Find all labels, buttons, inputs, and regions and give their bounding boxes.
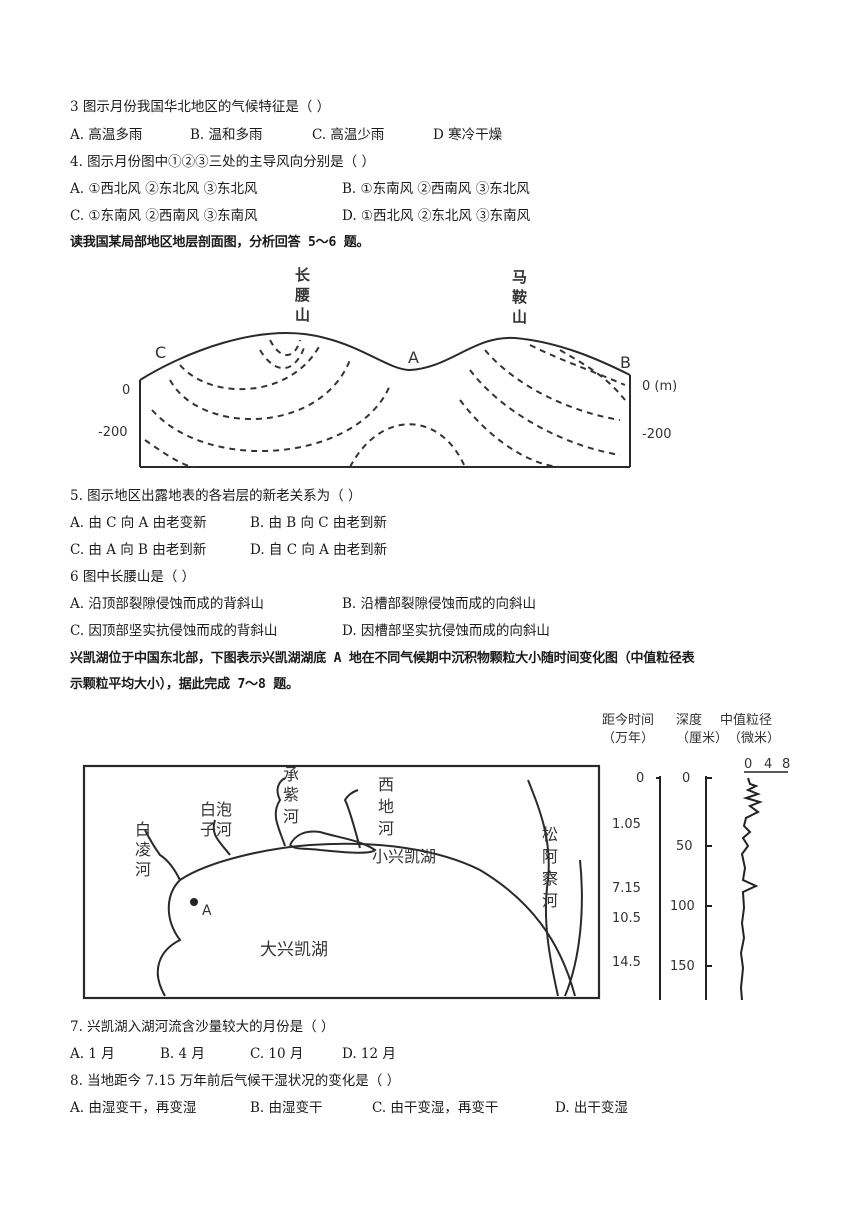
col-depth-title: 深度 <box>676 712 702 728</box>
river-chengzi-3: 河 <box>283 807 299 826</box>
point-c-label: C <box>155 343 166 362</box>
q7-option-c: C. 10 月 <box>250 1046 304 1062</box>
q5-option-c: C. 由 A 向 B 由老到新 <box>70 542 207 558</box>
river-baipaozi-1: 白泡 <box>200 800 232 819</box>
q6-option-a: A. 沿顶部裂隙侵蚀而成的背斜山 <box>70 596 264 612</box>
q5-stem: 5. 图示地区出露地表的各岩层的新老关系为（ ） <box>70 488 362 504</box>
left-zero-label: 0 <box>122 383 130 398</box>
q4-option-b: B. ①东南风 ②西南风 ③东北风 <box>342 181 530 197</box>
q4-option-a: A. ①西北风 ②东北风 ③东北风 <box>70 181 258 197</box>
grain-size-curve <box>739 777 764 1001</box>
q7-option-a: A. 1 月 <box>70 1046 115 1062</box>
river-bailing-2: 凌 <box>135 840 151 859</box>
q8-option-a: A. 由湿变干，再变湿 <box>70 1100 197 1116</box>
col-time-unit: （万年） <box>602 731 654 746</box>
q6-option-d: D. 因槽部坚实抗侵蚀而成的向斜山 <box>342 623 550 639</box>
river-chengzi-2: 紫 <box>283 785 299 804</box>
time-tick-1: 1.05 <box>612 817 641 832</box>
q8-option-b: B. 由湿变干 <box>250 1100 323 1116</box>
river-songacha-1: 松 <box>542 825 558 844</box>
river-xidi-1: 西 <box>378 775 394 794</box>
grain-tick-0: 0 <box>744 757 752 772</box>
right-peak-label-3: 山 <box>512 308 527 326</box>
geologic-profile-figure: 长 腰 山 马 鞍 山 C A B 0 -200 0 (m) -200 <box>98 266 677 468</box>
left-peak-label-1: 长 <box>295 266 311 284</box>
xingkai-lake-map: A 白 凌 河 白泡 子河 承 紫 河 西 地 河 小兴凯湖 大兴凯湖 松 阿 … <box>82 764 601 1000</box>
lake-point-a-label: A <box>202 903 212 919</box>
q4-option-c: C. ①东南风 ②西南风 ③东南风 <box>70 208 258 224</box>
point-b-label: B <box>620 353 631 372</box>
point-a-label: A <box>408 348 419 367</box>
q8-stem: 8. 当地距今 7.15 万年前后气候干湿状况的变化是（ ） <box>70 1073 401 1089</box>
river-songacha-2: 阿 <box>542 847 558 866</box>
q6-stem: 6 图中长腰山是（ ） <box>70 569 196 585</box>
q8-option-c: C. 由干变湿，再变干 <box>372 1100 499 1116</box>
river-songacha-4: 河 <box>542 891 558 910</box>
q5-option-a: A. 由 C 向 A 由老变新 <box>70 515 207 531</box>
col-time-title: 距今时间 <box>602 712 654 728</box>
q4-stem: 4. 图示月份图中①②③三处的主导风向分别是（ ） <box>70 154 375 170</box>
time-tick-3: 10.5 <box>612 911 641 926</box>
q5-option-b: B. 由 B 向 C 由老到新 <box>250 515 387 531</box>
grain-tick-2: 8 <box>782 757 790 772</box>
point-a-marker <box>190 898 198 906</box>
q7-stem: 7. 兴凯湖入湖河流含沙量较大的月份是（ ） <box>70 1019 335 1035</box>
big-lake-label: 大兴凯湖 <box>260 940 328 960</box>
time-tick-2: 7.15 <box>612 881 641 896</box>
col-depth-unit: （厘米） <box>676 731 728 746</box>
q6-option-c: C. 因顶部坚实抗侵蚀而成的背斜山 <box>70 623 278 639</box>
intro-5-6: 读我国某局部地区地层剖面图，分析回答 5～6 题。 <box>70 235 370 250</box>
river-chengzi-1: 承 <box>283 765 299 784</box>
river-xidi-3: 河 <box>378 819 394 838</box>
left-minus200-label: -200 <box>98 425 128 440</box>
river-baipaozi-2: 子河 <box>200 820 232 839</box>
river-bailing-3: 河 <box>135 860 151 879</box>
q7-option-b: B. 4 月 <box>160 1046 205 1062</box>
col-grain-title: 中值粒径 <box>720 712 772 728</box>
q3-option-a: A. 高温多雨 <box>70 127 143 143</box>
left-peak-label-3: 山 <box>295 306 310 324</box>
right-minus200-label: -200 <box>642 427 672 442</box>
right-peak-label-1: 马 <box>512 268 527 286</box>
small-lake-label: 小兴凯湖 <box>372 847 436 866</box>
sediment-core-chart: 距今时间 （万年） 深度 （厘米） 中值粒径 （微米） 0 1.05 7.15 … <box>602 712 790 1001</box>
q3-option-b: B. 温和多雨 <box>190 127 263 143</box>
right-peak-label-2: 鞍 <box>512 288 527 306</box>
river-bailing-1: 白 <box>135 820 151 839</box>
time-tick-4: 14.5 <box>612 955 641 970</box>
grain-tick-1: 4 <box>764 757 772 772</box>
q8-option-d: D. 出干变湿 <box>555 1100 628 1116</box>
q3-option-d: D 寒冷干燥 <box>433 127 503 143</box>
col-grain-unit: （微米） <box>728 731 780 746</box>
depth-tick-3: 150 <box>670 959 695 974</box>
q6-option-b: B. 沿槽部裂隙侵蚀而成的向斜山 <box>342 596 537 612</box>
time-tick-0: 0 <box>636 771 644 786</box>
right-zero-label: 0 (m) <box>642 379 677 394</box>
river-xidi-2: 地 <box>378 797 394 816</box>
depth-tick-1: 50 <box>676 839 693 854</box>
intro-7-8-line1: 兴凯湖位于中国东北部，下图表示兴凯湖湖底 A 地在不同气候期中沉积物颗粒大小随时… <box>70 651 695 666</box>
q4-option-d: D. ①西北风 ②东北风 ③东南风 <box>342 208 531 224</box>
q7-option-d: D. 12 月 <box>342 1046 396 1062</box>
q3-option-c: C. 高温少雨 <box>312 127 385 143</box>
depth-tick-2: 100 <box>670 899 695 914</box>
depth-tick-0: 0 <box>682 771 690 786</box>
intro-7-8-line2: 示颗粒平均大小），据此完成 7～8 题。 <box>70 677 299 692</box>
q5-option-d: D. 自 C 向 A 由老到新 <box>250 542 388 558</box>
q3-stem: 3 图示月份我国华北地区的气候特征是（ ） <box>70 99 331 115</box>
river-songacha-3: 察 <box>542 869 558 888</box>
left-peak-label-2: 腰 <box>294 286 310 304</box>
